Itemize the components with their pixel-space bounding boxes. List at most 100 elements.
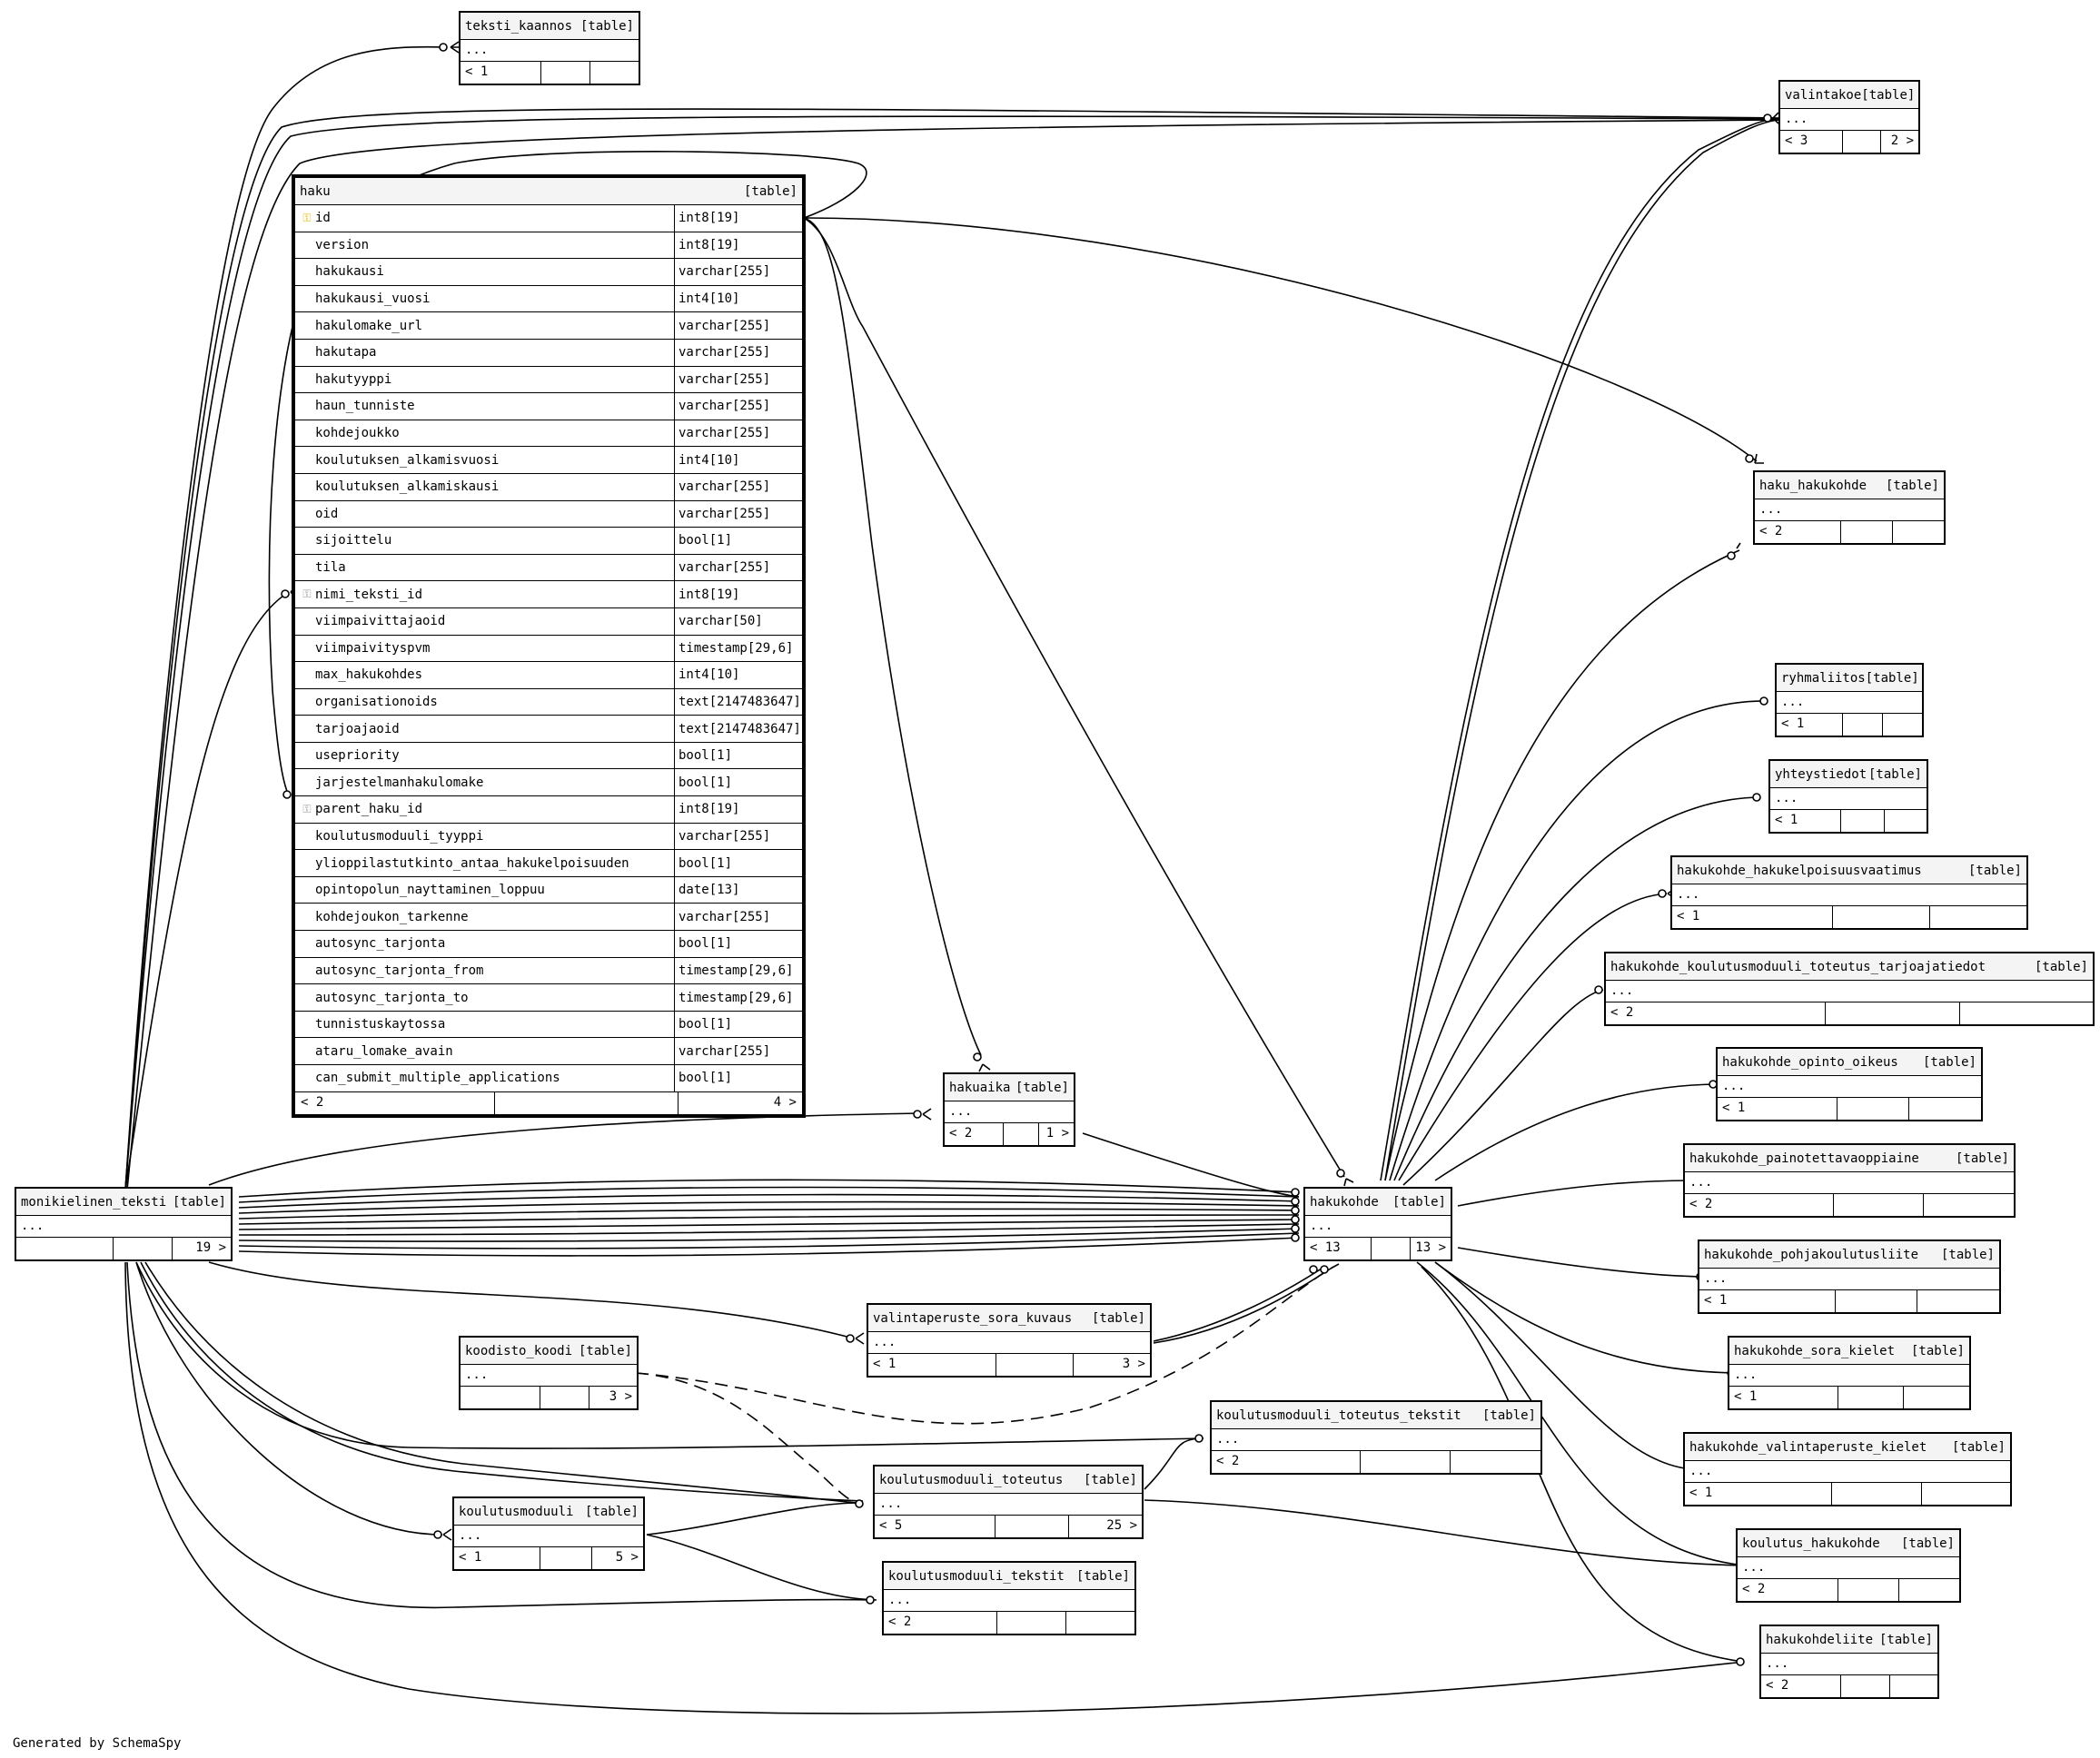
parents-link[interactable]: < 2	[1759, 524, 1783, 538]
children-link[interactable]	[1958, 1002, 2093, 1024]
parents-link[interactable]: < 1	[1734, 1389, 1758, 1404]
parents-link[interactable]: < 1	[1689, 1486, 1713, 1500]
parents-link[interactable]: < 5	[879, 1518, 903, 1533]
table-hakukohde-pohjakoulutusliite[interactable]: hakukohde_pohjakoulutusliite[table]...< …	[1698, 1239, 2001, 1314]
table-hakukohde-koulutusmoduuli-toteutus-tarjoajatiedot[interactable]: hakukohde_koulutusmoduuli_toteutus_tarjo…	[1604, 952, 2095, 1026]
children-link[interactable]	[1891, 521, 1944, 543]
table-monikielinen-teksti[interactable]: monikielinen_teksti[table]...19 >	[15, 1187, 233, 1261]
parents-link[interactable]: < 2	[1766, 1678, 1789, 1693]
parents-link[interactable]	[16, 1238, 113, 1259]
parents-link[interactable]: < 1	[873, 1357, 896, 1371]
children-link[interactable]: 4 >	[773, 1094, 797, 1110]
table-haku-hakukohde[interactable]: haku_hakukohde[table]...< 2	[1753, 470, 1946, 545]
table-koulutusmoduuli-tekstit[interactable]: koulutusmoduuli_tekstit[table]...< 2	[882, 1561, 1136, 1635]
children-link[interactable]	[1882, 714, 1922, 736]
table-hakukohdeliite[interactable]: hakukohdeliite[table]...< 2	[1759, 1625, 1939, 1699]
table-hakukohde-sora-kielet[interactable]: hakukohde_sora_kielet[table]...< 1	[1728, 1336, 1971, 1410]
table-hakukohde-opinto-oikeus[interactable]: hakukohde_opinto_oikeus[table]...< 1	[1716, 1047, 1983, 1121]
parents-link[interactable]: < 2	[1216, 1454, 1240, 1468]
children-link[interactable]: 3 >	[588, 1387, 637, 1408]
parents-link[interactable]: < 1	[1677, 909, 1700, 923]
children-link[interactable]: 5 >	[590, 1547, 643, 1569]
children-link[interactable]: 19 >	[172, 1238, 231, 1259]
table-hakukohde-painotettavaoppiaine[interactable]: hakukohde_painotettavaoppiaine[table]...…	[1683, 1143, 2016, 1218]
parents-link[interactable]: < 2	[888, 1615, 912, 1629]
table-koodisto-koodi[interactable]: koodisto_koodi[table]...3 >	[459, 1336, 639, 1410]
table-yhteystiedot[interactable]: yhteystiedot[table]...< 1	[1768, 759, 1928, 834]
table-koulutus-hakukohde[interactable]: koulutus_hakukohde[table]...< 2	[1736, 1528, 1961, 1603]
parents-link[interactable]: < 3	[1785, 133, 1808, 148]
children-link[interactable]	[1065, 1612, 1134, 1634]
children-link[interactable]: 3 >	[1072, 1354, 1150, 1376]
parents-link[interactable]: < 1	[459, 1550, 482, 1565]
parents-link[interactable]: < 2	[1742, 1582, 1766, 1596]
table-hakukohde-hakukelpoisuusvaatimus[interactable]: hakukohde_hakukelpoisuusvaatimus[table].…	[1670, 855, 2028, 930]
table-koulutusmoduuli-toteutus-tekstit[interactable]: koulutusmoduuli_toteutus_tekstit[table].…	[1210, 1400, 1542, 1475]
parents-link[interactable]	[461, 1387, 540, 1408]
parents-link[interactable]: < 2	[949, 1126, 973, 1141]
parents-link[interactable]: < 2	[1610, 1005, 1634, 1020]
children-link[interactable]: 13 >	[1410, 1238, 1451, 1259]
parents-link[interactable]: < 13	[1310, 1240, 1341, 1255]
children-link[interactable]	[1450, 1451, 1540, 1473]
children-link[interactable]	[1883, 810, 1927, 832]
children-link[interactable]: 25 >	[1068, 1516, 1142, 1537]
children-link[interactable]: 1 >	[1037, 1123, 1074, 1145]
children-link[interactable]	[1903, 1387, 1969, 1408]
table-teksti-kaannos[interactable]: teksti_kaannos[table]...< 1	[459, 11, 640, 85]
children-link[interactable]	[589, 62, 639, 84]
parents-link[interactable]: < 1	[1722, 1101, 1746, 1115]
children-link[interactable]	[1888, 1675, 1937, 1697]
children-link[interactable]	[1917, 1290, 1999, 1312]
children-link[interactable]: 2 >	[1880, 131, 1918, 153]
parents-link[interactable]: < 2	[1689, 1197, 1713, 1211]
children-link[interactable]	[1897, 1579, 1959, 1601]
parents-link[interactable]: < 2	[295, 1091, 495, 1114]
table-ryhmaliitos[interactable]: ryhmaliitos[table]...< 1	[1775, 663, 1924, 737]
parents-link[interactable]: < 1	[1775, 813, 1798, 827]
parents-link[interactable]: < 1	[1704, 1293, 1728, 1308]
parents-link[interactable]: < 1	[1781, 716, 1805, 731]
column-row[interactable]: ylioppilastutkinto_antaa_hakukelpoisuude…	[295, 850, 802, 877]
parents-link[interactable]: < 1	[465, 64, 489, 79]
table-hakukohde-valintaperuste-kielet[interactable]: hakukohde_valintaperuste_kielet[table]..…	[1683, 1432, 2012, 1506]
children-link[interactable]	[1908, 1098, 1981, 1120]
